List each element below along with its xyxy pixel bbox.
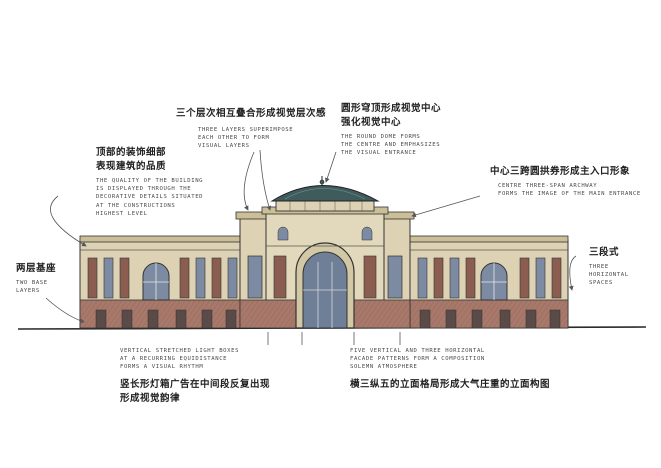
annotation-round-dome: 圆形穹顶形成视觉中心 强化视觉中心 THE ROUND DOME FORMS T… bbox=[341, 102, 441, 158]
annotation-visual-layers-en: THREE LAYERS SUPERIMPOSE EACH OTHER TO F… bbox=[198, 127, 294, 150]
annotation-light-boxes: VERTICAL STRETCHED LIGHT BOXES AT A RECU… bbox=[120, 347, 270, 406]
annotation-decorative-details-en: THE QUALITY OF THE BUILDING IS DISPLAYED… bbox=[96, 178, 204, 217]
annotation-decorative-details: 顶部的装饰细部 表现建筑的品质 THE QUALITY OF THE BUILD… bbox=[96, 146, 203, 218]
annotation-facade-pattern: FIVE VERTICAL AND THREE HORIZONTAL FACAD… bbox=[350, 347, 550, 392]
right-wing bbox=[409, 235, 569, 329]
annotation-three-sections: 三段式 THREE HORIZONTAL SPACES bbox=[589, 246, 629, 288]
annotation-archway-en: CENTRE THREE-SPAN ARCHWAY FORMS THE IMAG… bbox=[498, 183, 641, 198]
annotation-archway: 中心三跨圆拱券形成主入口形象 CENTRE THREE-SPAN ARCHWAY… bbox=[490, 165, 641, 198]
annotation-decorative-details-cn: 顶部的装饰细部 表现建筑的品质 bbox=[96, 147, 167, 172]
annotation-archway-cn: 中心三跨圆拱券形成主入口形象 bbox=[490, 166, 631, 177]
left-wing bbox=[79, 235, 243, 329]
annotation-three-sections-cn: 三段式 bbox=[589, 247, 620, 258]
annotation-base-layers-en: TWO BASE LAYERS bbox=[16, 280, 48, 295]
annotation-facade-pattern-en: FIVE VERTICAL AND THREE HORIZONTAL FACAD… bbox=[350, 348, 485, 371]
annotation-visual-layers-cn: 三个层次相互叠合形成视觉层次感 bbox=[176, 108, 327, 119]
annotation-base-layers: 两层基座 TWO BASE LAYERS bbox=[16, 262, 56, 295]
central-block bbox=[235, 206, 415, 329]
annotation-base-layers-cn: 两层基座 bbox=[16, 263, 57, 274]
annotation-facade-pattern-cn: 横三纵五的立面格局形成大气庄重的立面构图 bbox=[350, 378, 551, 390]
annotation-round-dome-cn: 圆形穹顶形成视觉中心 强化视觉中心 bbox=[341, 103, 442, 128]
annotation-three-sections-en: THREE HORIZONTAL SPACES bbox=[589, 264, 629, 287]
annotation-round-dome-en: THE ROUND DOME FORMS THE CENTRE AND EMPH… bbox=[341, 134, 441, 157]
annotation-light-boxes-en: VERTICAL STRETCHED LIGHT BOXES AT A RECU… bbox=[120, 348, 240, 371]
leader-lines bbox=[45, 149, 577, 345]
annotation-visual-layers: 三个层次相互叠合形成视觉层次感 THREE LAYERS SUPERIMPOSE… bbox=[176, 107, 326, 151]
dome bbox=[270, 176, 379, 212]
annotation-light-boxes-cn: 竖长形灯箱广告在中间段反复出现 形成视觉韵律 bbox=[120, 378, 271, 404]
